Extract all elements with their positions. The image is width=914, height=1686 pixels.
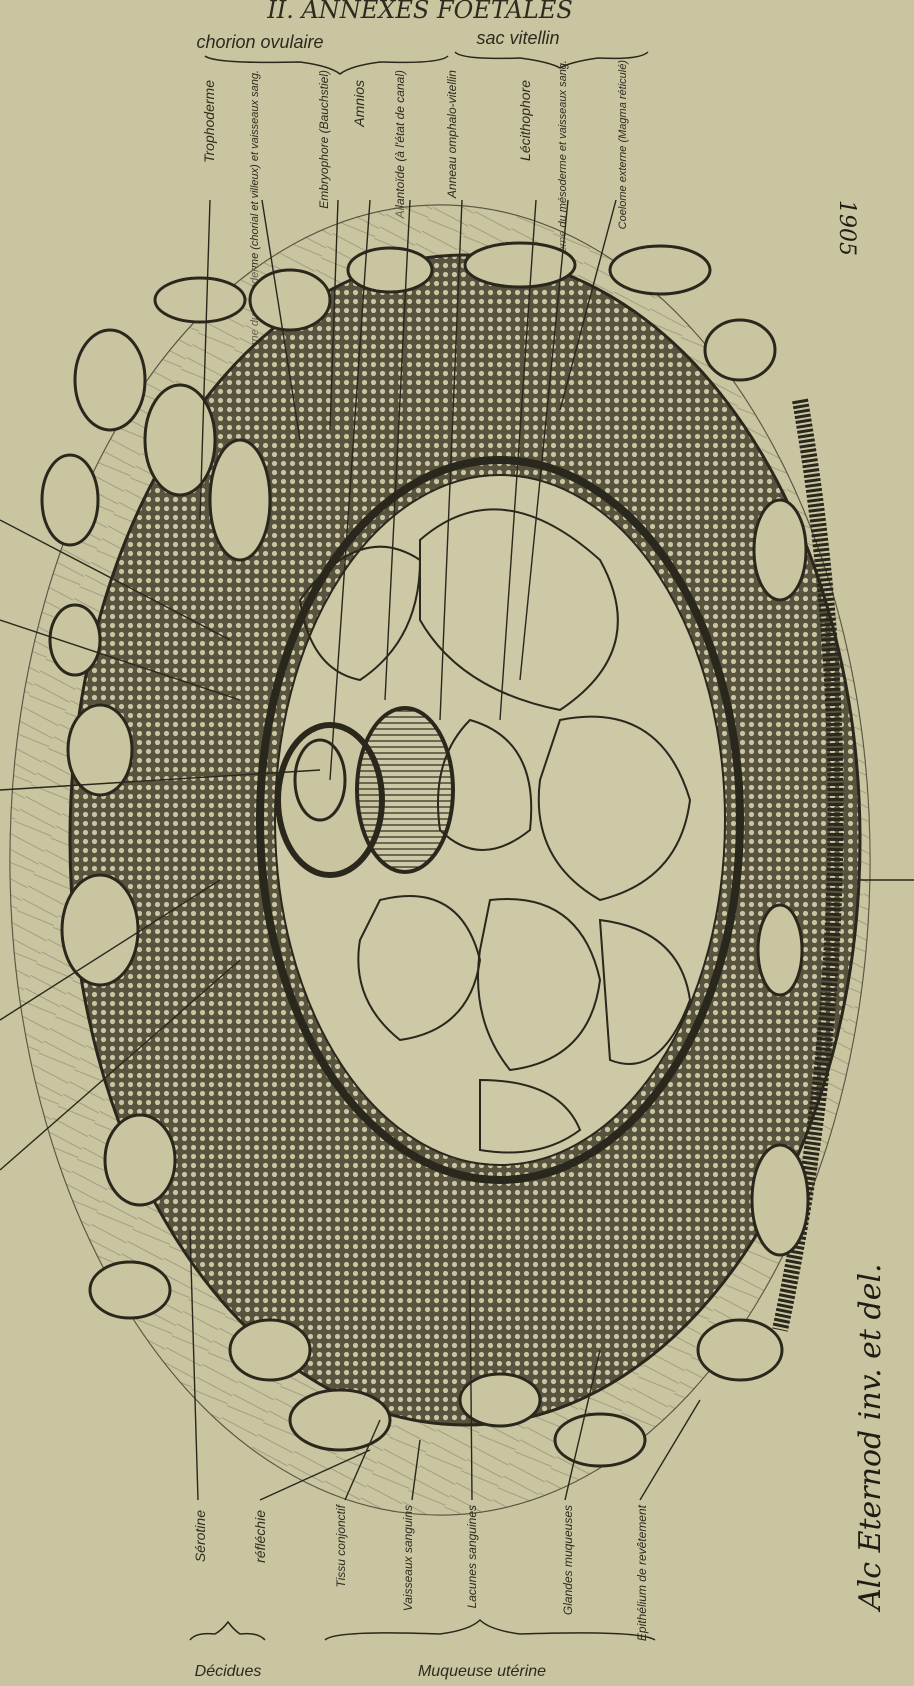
gland [230,1320,310,1380]
plate-title: II. ANNEXES FOETALES [266,0,573,24]
decidues-brace [190,1622,265,1640]
gland [460,1374,540,1426]
gland [145,385,215,495]
gland [758,905,802,995]
gland [105,1115,175,1205]
plate-year: 1905 [834,200,859,256]
label-epithelium: Epithélium de revêtement [635,1504,649,1641]
label-anneau-omphalo: Anneau omphalo-vitellin [445,70,459,199]
gland [68,705,132,795]
gland [250,270,330,330]
label-amnios: Amnios [351,80,367,128]
gland [155,278,245,322]
label-trophoderme: Trophoderme [201,80,217,163]
label-embryophore: Embryophore (Bauchstiel) [317,70,331,209]
artist-signature: Alc Eternod inv. et del. [853,1263,888,1613]
label-glandes-muqueuses: Glandes muqueuses [561,1505,575,1615]
label-serotine: Sérotine [192,1510,208,1562]
gland [75,330,145,430]
gland [90,1262,170,1318]
gland [705,320,775,380]
gland [465,243,575,287]
group-muqueuse-label: Muqueuse utérine [418,1663,546,1680]
group-decidues-label: Décidues [195,1663,262,1680]
group-sac-label: sac vitellin [476,28,559,48]
label-lacunes-sanguines: Lacunes sanguines [465,1505,479,1608]
gland [290,1390,390,1450]
label-vaisseaux-sanguins: Vaisseaux sanguins [401,1505,415,1611]
label-reflechie: réfléchie [252,1510,268,1563]
gland [210,440,270,560]
label-tissu-conjonctif: Tissu conjonctif [334,1503,348,1587]
gland [50,605,100,675]
label-allantoide: Allantoïde (à l'état de canal) [393,70,407,219]
gland [555,1414,645,1466]
group-chorion-label: chorion ovulaire [196,32,323,52]
gland [752,1145,808,1255]
gland [42,455,98,545]
bottom-labels: Sérotine réfléchie Tissu conjonctif Vais… [192,1503,649,1641]
muqueuse-brace [325,1620,655,1640]
gland [348,248,432,292]
label-lecithophore: Lécithophore [517,80,533,161]
embryophore [295,740,345,820]
gland [62,875,138,985]
gland [610,246,710,294]
gland [754,500,806,600]
gland [698,1320,782,1380]
label-coelome-externe: Coelome externe (Magma réticulé) [617,60,629,230]
allantois-region [357,708,453,872]
